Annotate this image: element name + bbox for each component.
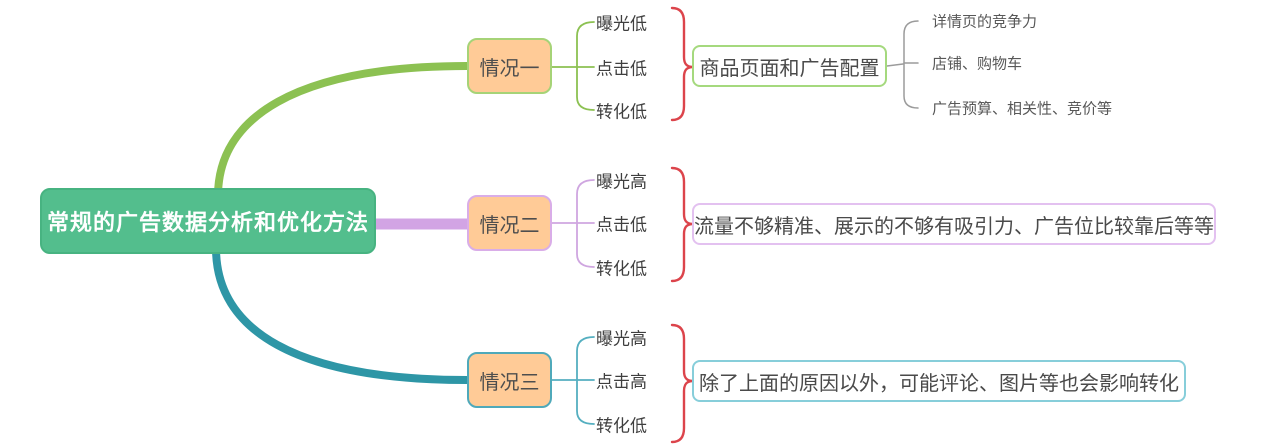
metric-case2-exposure[interactable]: 曝光高 (596, 172, 647, 192)
branch2-fork (551, 179, 595, 268)
metric-case2-conversion[interactable]: 转化低 (596, 259, 647, 279)
branch1-fork (551, 21, 595, 111)
branch1-curve (214, 62, 471, 200)
topic-case-1[interactable]: 情况一 (467, 38, 552, 94)
conclusion-case-1[interactable]: 商品页面和广告配置 (692, 45, 887, 87)
branch3-curve (212, 244, 471, 384)
brace-3 (670, 323, 695, 444)
metric-case2-click[interactable]: 点击低 (596, 215, 647, 235)
metric-case3-click[interactable]: 点击高 (596, 372, 647, 392)
detail-product-page[interactable]: 详情页的竞争力 (932, 13, 1038, 31)
brace-2 (670, 166, 695, 283)
metric-case1-exposure[interactable]: 曝光低 (596, 14, 647, 34)
topic-case-3[interactable]: 情况三 (467, 352, 552, 408)
branch3-fork (551, 336, 595, 425)
root-topic[interactable]: 常规的广告数据分析和优化方法 (40, 188, 376, 254)
metric-case3-conversion[interactable]: 转化低 (596, 416, 647, 436)
detail-fork (886, 20, 919, 109)
conclusion-case-3[interactable]: 除了上面的原因以外，可能评论、图片等也会影响转化 (692, 360, 1186, 402)
conclusion-case-2[interactable]: 流量不够精准、展示的不够有吸引力、广告位比较靠后等等 (692, 203, 1216, 245)
detail-store-cart[interactable]: 店铺、购物车 (932, 55, 1023, 73)
brace-1 (670, 6, 695, 122)
metric-case3-exposure[interactable]: 曝光高 (596, 329, 647, 349)
topic-case-2[interactable]: 情况二 (467, 195, 552, 251)
metric-case1-click[interactable]: 点击低 (596, 59, 647, 79)
detail-budget-bid[interactable]: 广告预算、相关性、竞价等 (932, 100, 1113, 118)
metric-case1-conversion[interactable]: 转化低 (596, 102, 647, 122)
